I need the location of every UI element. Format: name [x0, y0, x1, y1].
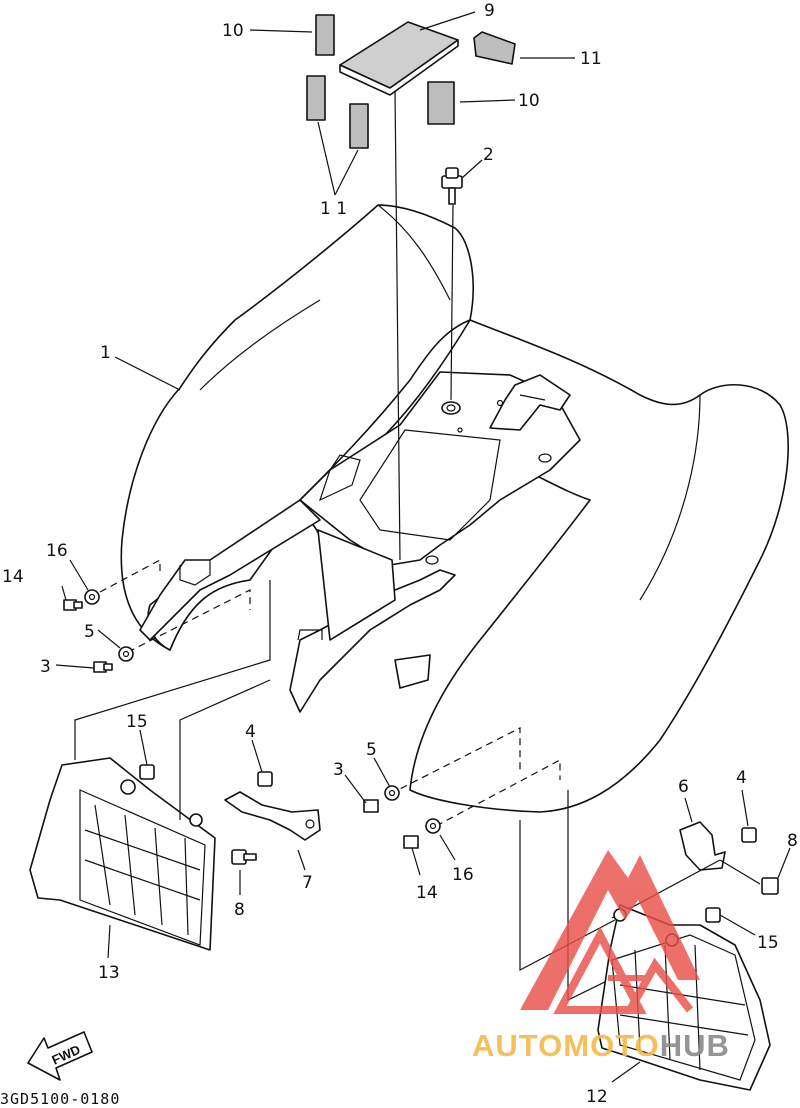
callout-16-right: 16	[452, 865, 474, 885]
callout-3-right: 3	[333, 760, 344, 780]
callout-leaders	[55, 11, 791, 1083]
callout-2: 2	[483, 145, 494, 165]
callout-3-left: 3	[40, 657, 51, 677]
forward-direction-arrow: FWD	[27, 1031, 93, 1081]
callout-10-right: 10	[518, 91, 540, 111]
diagram-part-code: 3GD5100-0180	[0, 1090, 120, 1108]
callout-8-left: 8	[234, 900, 245, 920]
automotohub-logo-icon	[520, 850, 700, 1014]
left-bracket	[139, 764, 321, 865]
automotohub-watermark: AUTOMOTOHUB	[472, 850, 730, 1063]
callout-14-right: 14	[416, 883, 438, 903]
callout-16-left: 16	[46, 541, 68, 561]
callout-4-left: 4	[245, 722, 256, 742]
callout-7: 7	[302, 873, 313, 893]
left-fasteners	[63, 559, 251, 673]
bolt-part-2	[441, 167, 463, 205]
rear-fender	[120, 204, 789, 813]
callout-4-right: 4	[736, 768, 747, 788]
callout-14-left: 14	[2, 567, 24, 587]
callout-11-bottom: 1 1	[320, 199, 347, 219]
callout-5-left: 5	[84, 622, 95, 642]
callout-13: 13	[98, 963, 120, 983]
callout-15-left: 15	[126, 712, 148, 732]
callout-8-right: 8	[787, 831, 798, 851]
callout-11-right: 11	[580, 49, 602, 69]
callout-9: 9	[484, 1, 495, 21]
seat-pad-parts	[306, 14, 516, 149]
callout-12: 12	[586, 1087, 608, 1107]
callout-6: 6	[678, 777, 689, 797]
callout-15-right: 15	[757, 933, 779, 953]
callout-10-top: 10	[222, 21, 244, 41]
callout-1: 1	[100, 343, 111, 363]
left-mud-guard	[29, 580, 271, 951]
watermark-text: AUTOMOTOHUB	[472, 1028, 730, 1063]
callout-5-right: 5	[366, 740, 377, 760]
